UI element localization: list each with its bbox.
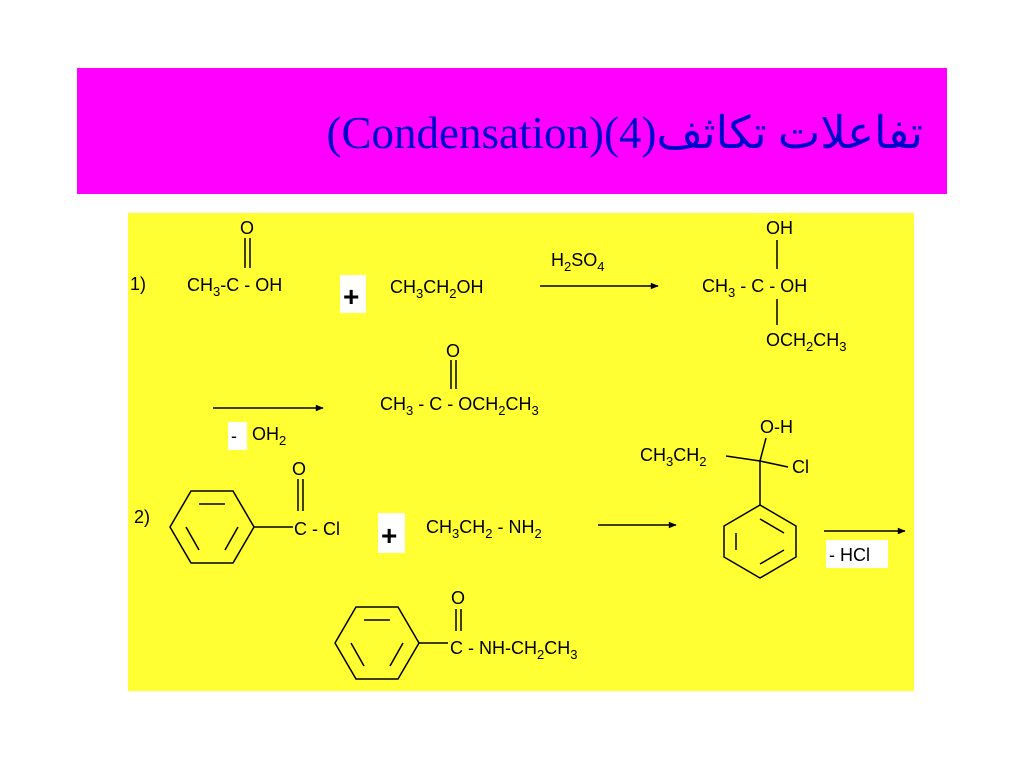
n-ethylbenzamide: O C - NH-CH2CH3 [334,588,577,680]
benzene-ring-2 [723,504,797,579]
intermediate-2-cl: Cl [792,457,809,477]
benzene-ring-3 [334,606,420,680]
elimination-hcl: - HCl [829,545,870,565]
benzene-ring-1 [169,490,255,564]
ring-3-inner-bond-b [350,642,365,667]
acyl-chloride-oxygen: O [292,459,306,479]
intermediate-oh-top: OH [766,218,793,238]
reaction-panel: 1) O CH3-C - OH + CH3CH2OH H2SO4 OH CH3 … [128,213,914,691]
ring-3-inner-bond-a [389,642,404,667]
plus-box-2 [378,513,405,553]
ester-formula: CH3 - C - OCH2CH3 [380,394,539,418]
plus-box-1 [340,275,366,313]
reaction-1-number: 1) [130,274,146,294]
acetic-acid: O CH3-C - OH [187,218,282,299]
tetrahedral-intermediate: OH CH3 - C - OH OCH2CH3 [702,218,846,354]
benzoyl-chloride: O C - Cl [169,459,340,564]
intermediate-2-bond-cl [759,460,789,468]
amide-group: C - NH-CH2CH3 [450,638,577,662]
ethylamine-formula: CH3CH2 - NH2 [426,517,542,541]
intermediate-2-ethyl: CH3CH2 [640,445,706,469]
intermediate-center: CH3 - C - OH [702,276,807,300]
intermediate-2-bond-oh [759,437,767,462]
acid-carbonyl-oxygen: O [240,218,254,238]
ethyl-acetate: O CH3 - C - OCH2CH3 [380,341,539,418]
catalyst-label: H2SO4 [551,250,604,274]
ethanol-formula: CH3CH2OH [390,277,483,301]
ring-2-inner-bond-b [759,549,785,565]
ring-2-inner-bond-a [759,518,785,534]
reaction-scheme: 1) O CH3-C - OH + CH3CH2OH H2SO4 OH CH3 … [130,218,906,680]
elimination-water: OH2 [252,424,286,448]
ring-1-inner-bond-b [185,526,200,551]
acid-formula: CH3-C - OH [187,275,282,299]
plus-sign-1: + [343,281,359,312]
intermediate-2-bond-ethyl [725,455,761,462]
intermediate-2-oh: O-H [760,417,793,437]
acyl-chloride-group: C - Cl [294,519,340,539]
reaction-2-number: 2) [134,507,150,527]
intermediate-ethoxy: OCH2CH3 [766,330,846,354]
ring-1-inner-bond-a [224,526,239,551]
chlorohydrin-intermediate: O-H CH3CH2 Cl [640,417,809,579]
minus-box-1 [228,422,247,450]
amide-oxygen: O [451,588,465,608]
ester-carbonyl-oxygen: O [446,341,460,361]
elimination-minus: - [231,426,237,446]
page-title: (Condensation)تفاعلات تكاثف(4) [326,108,923,158]
title-banner: (Condensation)تفاعلات تكاثف(4) [77,68,947,194]
hcl-box [826,540,888,568]
plus-sign-2: + [381,520,397,551]
